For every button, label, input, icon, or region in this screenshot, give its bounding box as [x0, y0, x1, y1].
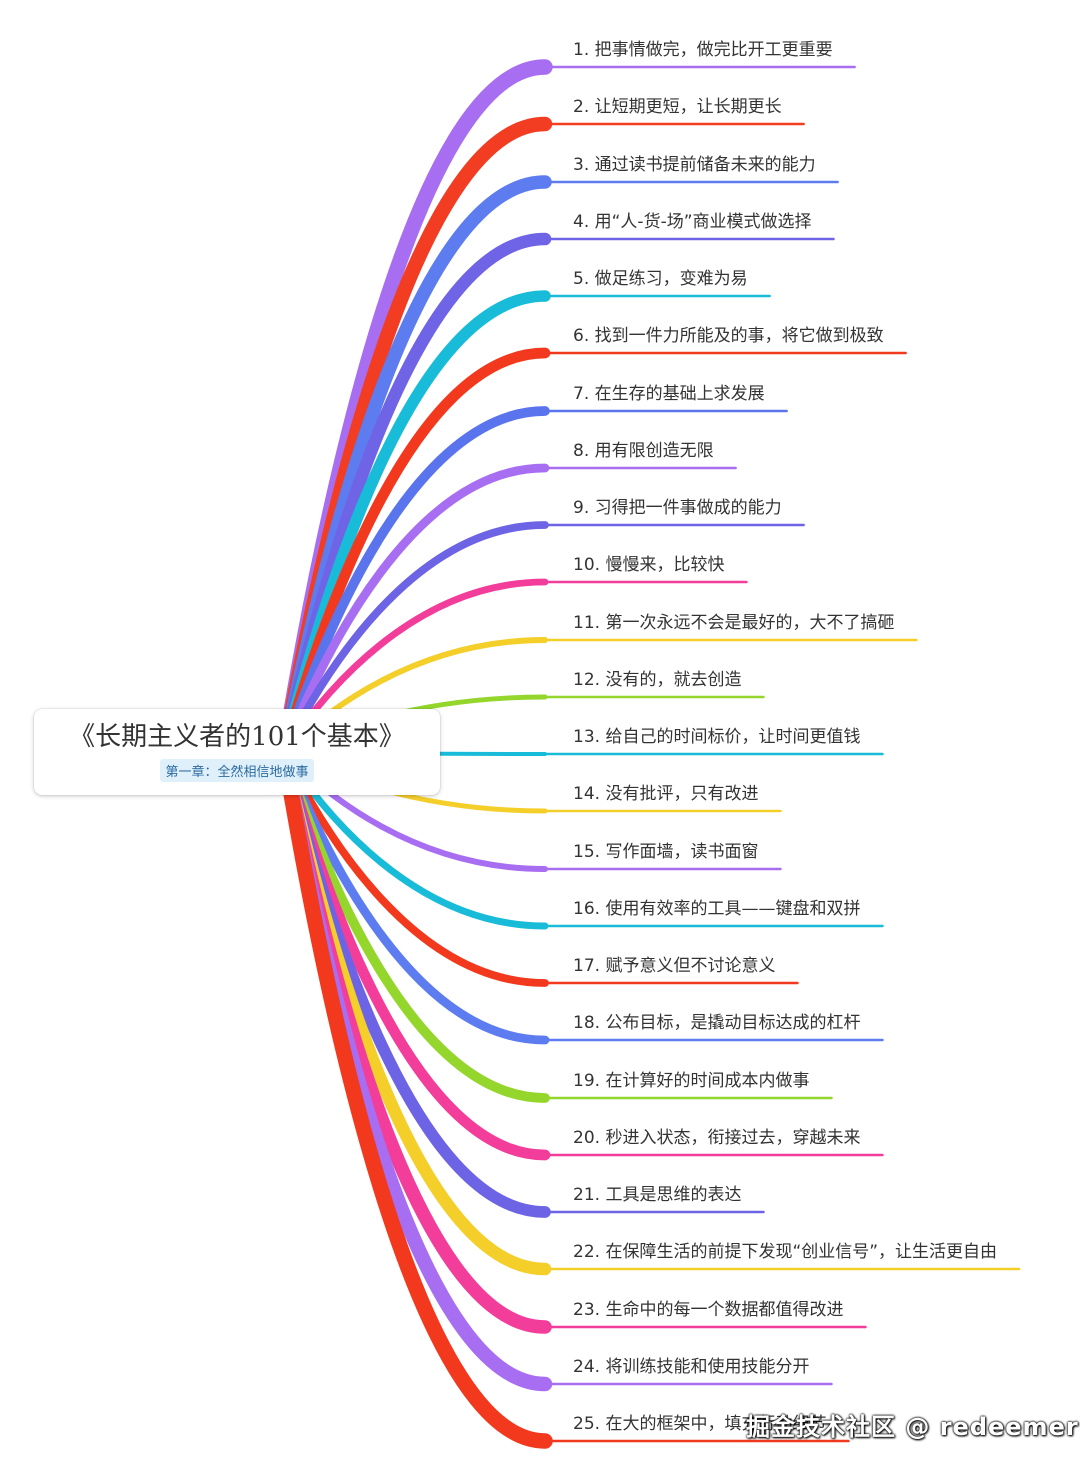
branch-label-14[interactable]: 14. 没有批评，只有改进: [573, 784, 759, 804]
branch-label-13[interactable]: 13. 给自己的时间标价，让时间更值钱: [573, 727, 861, 747]
branch-label-3[interactable]: 3. 通过读书提前储备未来的能力: [573, 155, 816, 175]
branch-label-20[interactable]: 20. 秒进入状态，衔接过去，穿越未来: [573, 1128, 861, 1148]
branch-label-9[interactable]: 9. 习得把一件事做成的能力: [573, 498, 782, 518]
branch-label-8[interactable]: 8. 用有限创造无限: [573, 441, 714, 461]
branch-label-18[interactable]: 18. 公布目标，是撬动目标达成的杠杆: [573, 1013, 861, 1033]
branch-label-24[interactable]: 24. 将训练技能和使用技能分开: [573, 1357, 810, 1377]
branch-label-10[interactable]: 10. 慢慢来，比较快: [573, 555, 725, 575]
branch-connector: [276, 744, 553, 1449]
branch-label-22[interactable]: 22. 在保障生活的前提下发现“创业信号”，让生活更自由: [573, 1242, 998, 1262]
branch-label-21[interactable]: 21. 工具是思维的表达: [573, 1185, 742, 1205]
branch-label-4[interactable]: 4. 用“人-货-场”商业模式做选择: [573, 212, 812, 232]
branch-label-2[interactable]: 2. 让短期更短，让长期更长: [573, 97, 782, 117]
branch-label-11[interactable]: 11. 第一次永远不会是最好的，大不了搞砸: [573, 613, 895, 633]
branch-label-19[interactable]: 19. 在计算好的时间成本内做事: [573, 1071, 810, 1091]
branch-label-16[interactable]: 16. 使用有效率的工具——键盘和双拼: [573, 899, 861, 919]
branch-connector: [279, 463, 550, 757]
branch-label-15[interactable]: 15. 写作面墙，读书面窗: [573, 842, 759, 862]
root-node[interactable]: 《长期主义者的101个基本》 第一章：全然相信地做事: [34, 709, 440, 795]
branch-label-12[interactable]: 12. 没有的，就去创造: [573, 670, 742, 690]
branch-label-7[interactable]: 7. 在生存的基础上求发展: [573, 384, 765, 404]
branch-label-25[interactable]: 25. 在大的框架中，填充行动细节: [573, 1414, 827, 1434]
branch-label-1[interactable]: 1. 把事情做完，做完比开工更重要: [573, 40, 833, 60]
branch-label-17[interactable]: 17. 赋予意义但不讨论意义: [573, 956, 776, 976]
branch-label-6[interactable]: 6. 找到一件力所能及的事，将它做到极致: [573, 326, 884, 346]
root-title: 《长期主义者的101个基本》: [69, 722, 405, 752]
watermark: 掘金技术社区 @ redeemer: [746, 1413, 1079, 1441]
branch-label-23[interactable]: 23. 生命中的每一个数据都值得改进: [573, 1300, 844, 1320]
chapter-tag: 第一章：全然相信地做事: [160, 759, 314, 782]
branch-label-5[interactable]: 5. 做足练习，变难为易: [573, 269, 748, 289]
